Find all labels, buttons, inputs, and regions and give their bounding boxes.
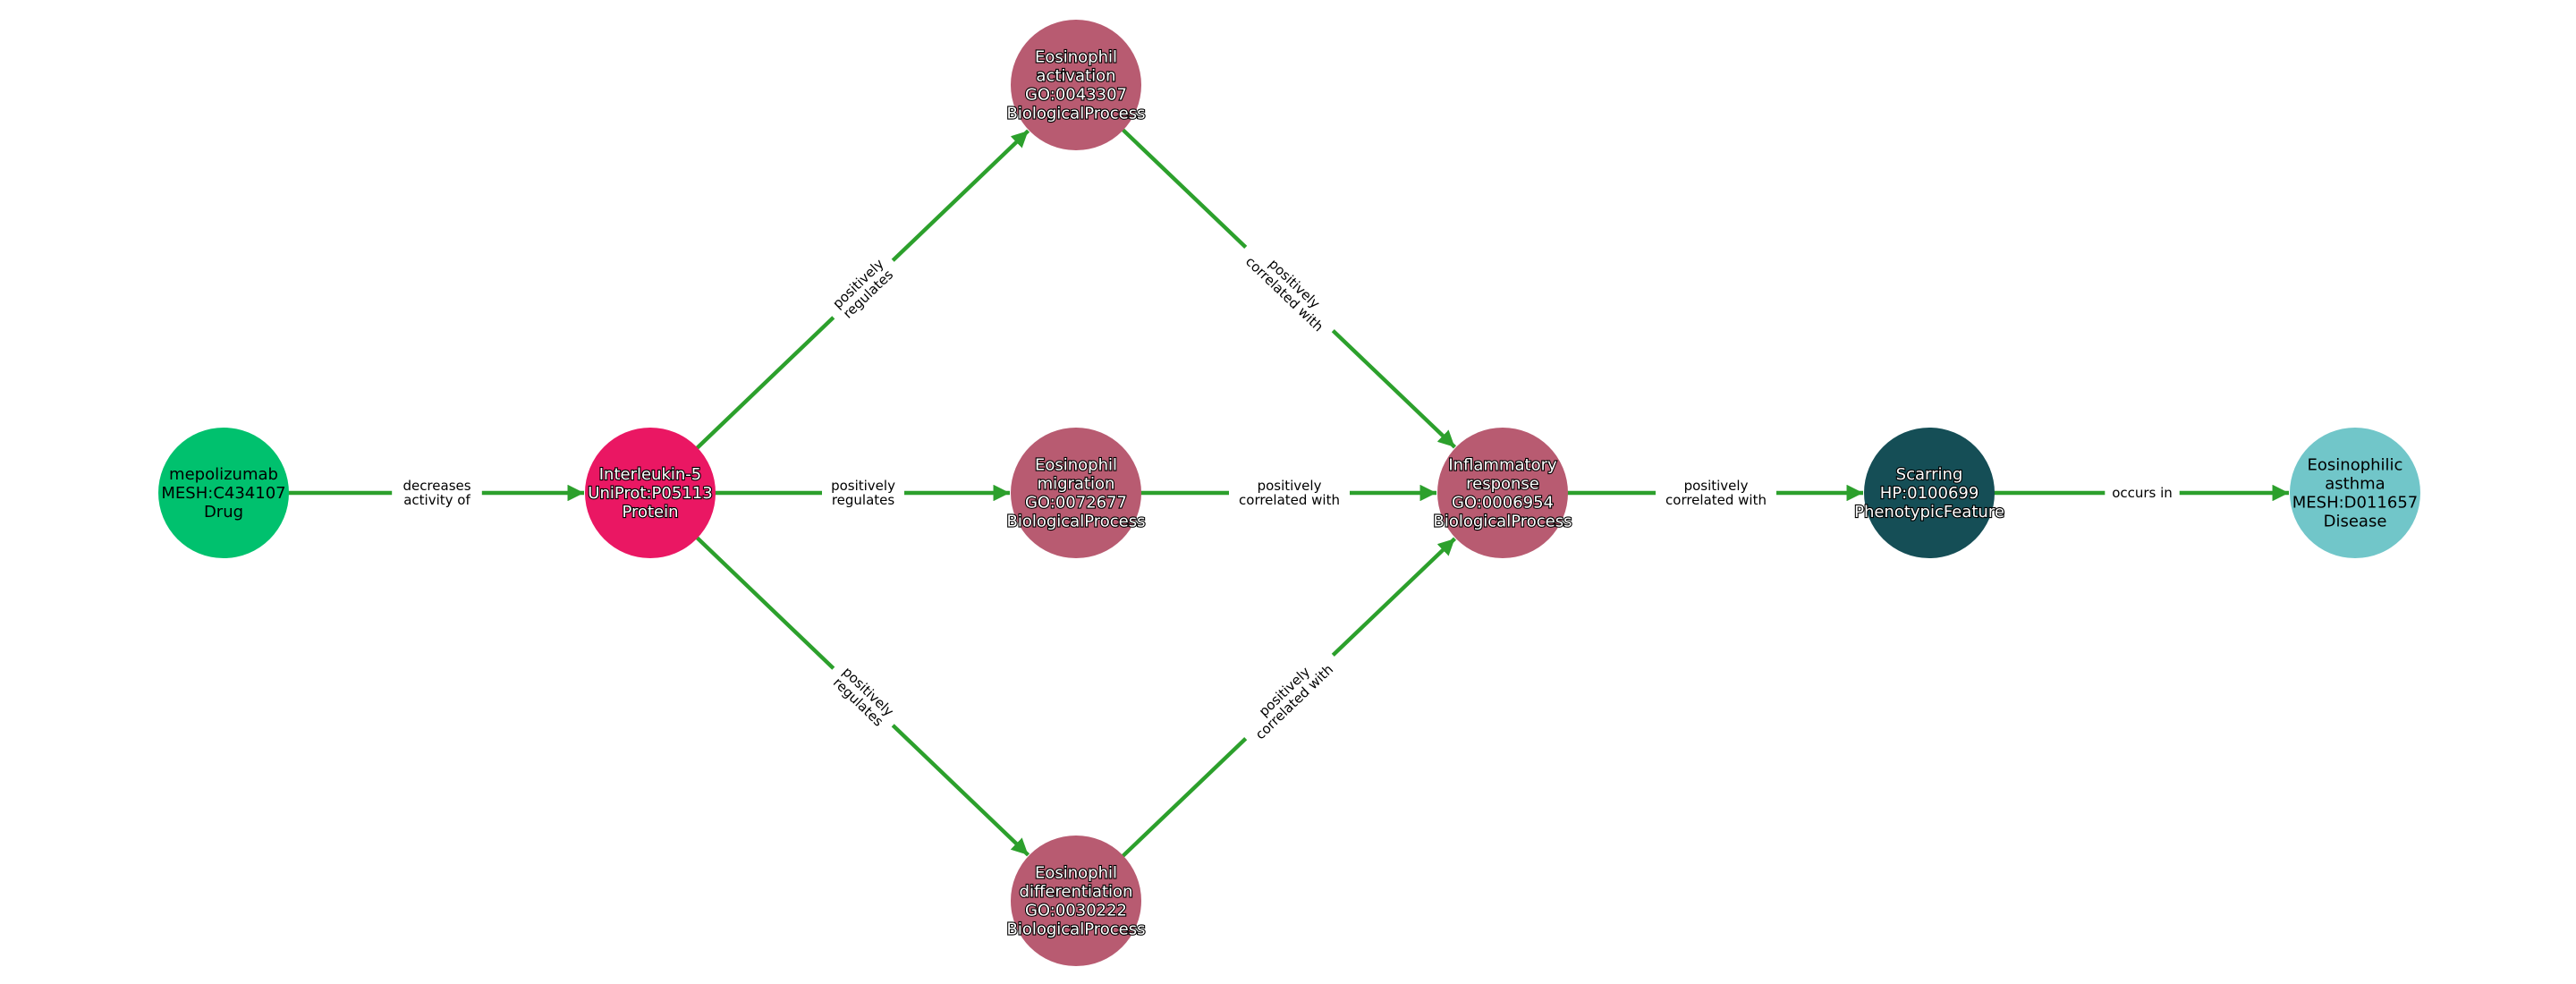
edge-label-line: positively xyxy=(1258,478,1322,494)
edge-label-line: correlated with xyxy=(1665,492,1767,508)
node-label-line: HP:0100699 xyxy=(1880,484,1979,503)
edge-label-line: positively xyxy=(1684,478,1749,494)
node-circle xyxy=(1011,428,1141,558)
edge-label-background xyxy=(1234,644,1344,750)
edge-label-line: activity of xyxy=(403,492,470,508)
edge-label-il5-to-eos-activation: positivelyregulates xyxy=(823,249,903,329)
node-label-line: Protein xyxy=(622,503,678,522)
node-circle xyxy=(585,428,716,558)
node-label-line: Eosinophil xyxy=(1035,864,1117,883)
node-label-line: MESH:D011657 xyxy=(2292,494,2419,513)
node-label-line: response xyxy=(1466,475,1539,494)
node-circle xyxy=(1437,428,1568,558)
edge-label-background xyxy=(1229,478,1350,508)
edge-label-eos-activation-to-inflammatory-response: positivelycorrelated with xyxy=(1234,236,1344,342)
edge-label-text: positivelycorrelated with xyxy=(1242,243,1336,335)
node-label-line: differentiation xyxy=(1020,883,1133,902)
node-label-line: PhenotypicFeature xyxy=(1854,503,2004,522)
node-label-line: Disease xyxy=(2324,513,2387,531)
node-label-line: BiologicalProcess xyxy=(1006,513,1145,531)
node-label-line: Scarring xyxy=(1896,465,1963,484)
edge-label-il5-to-eos-differentiation: positivelyregulates xyxy=(823,657,903,737)
edge-label-line: occurs in xyxy=(2112,485,2173,501)
node-circle xyxy=(2290,428,2420,558)
node-label-line: Eosinophil xyxy=(1035,456,1117,475)
node-label-line: Drug xyxy=(204,503,243,522)
node-label-line: Eosinophil xyxy=(1035,48,1117,67)
node-label-line: GO:0030222 xyxy=(1025,902,1127,920)
edge-label-background xyxy=(1656,478,1776,508)
edge-label-background xyxy=(823,657,903,737)
node-label-line: mepolizumab xyxy=(169,465,278,484)
edge-label-line: decreases xyxy=(402,478,470,494)
node-label-line: migration xyxy=(1038,475,1115,494)
node-label-line: BiologicalProcess xyxy=(1006,105,1145,123)
edge-label-line: positively xyxy=(831,478,895,494)
node-label-line: GO:0006954 xyxy=(1452,494,1554,513)
edge-label-background xyxy=(1234,236,1344,342)
node-label-line: asthma xyxy=(2325,475,2385,494)
node-label-line: UniProt:P05113 xyxy=(588,484,712,503)
edge-label-background xyxy=(823,249,903,329)
edge-label-text: positivelycorrelated with xyxy=(1242,651,1336,743)
node-label-line: MESH:C434107 xyxy=(161,484,285,503)
node-label-line: BiologicalProcess xyxy=(1006,920,1145,939)
edge-label-line: correlated with xyxy=(1239,492,1340,508)
node-circle xyxy=(1011,20,1141,150)
node-label-line: Interleukin-5 xyxy=(599,465,702,484)
edge-label-background xyxy=(2105,485,2180,501)
node-label-line: activation xyxy=(1036,67,1115,86)
node-label-line: Eosinophilic xyxy=(2308,456,2403,475)
edge-label-text: occurs in xyxy=(2112,485,2173,501)
node-circle xyxy=(1011,836,1141,966)
edge-label-scarring-to-eos-asthma: occurs in xyxy=(2105,485,2180,501)
edge-label-line: regulates xyxy=(832,492,895,508)
node-circle xyxy=(1864,428,1995,558)
node-label-line: GO:0043307 xyxy=(1025,86,1127,105)
node-circle xyxy=(158,428,289,558)
node-label-line: Inflammatory xyxy=(1448,456,1557,475)
node-label-line: GO:0072677 xyxy=(1025,494,1127,513)
edge-label-eos-differentiation-to-inflammatory-response: positivelycorrelated with xyxy=(1234,644,1344,750)
node-label-line: BiologicalProcess xyxy=(1433,513,1572,531)
edge-label-background xyxy=(822,478,904,508)
edge-label-background xyxy=(392,478,482,508)
